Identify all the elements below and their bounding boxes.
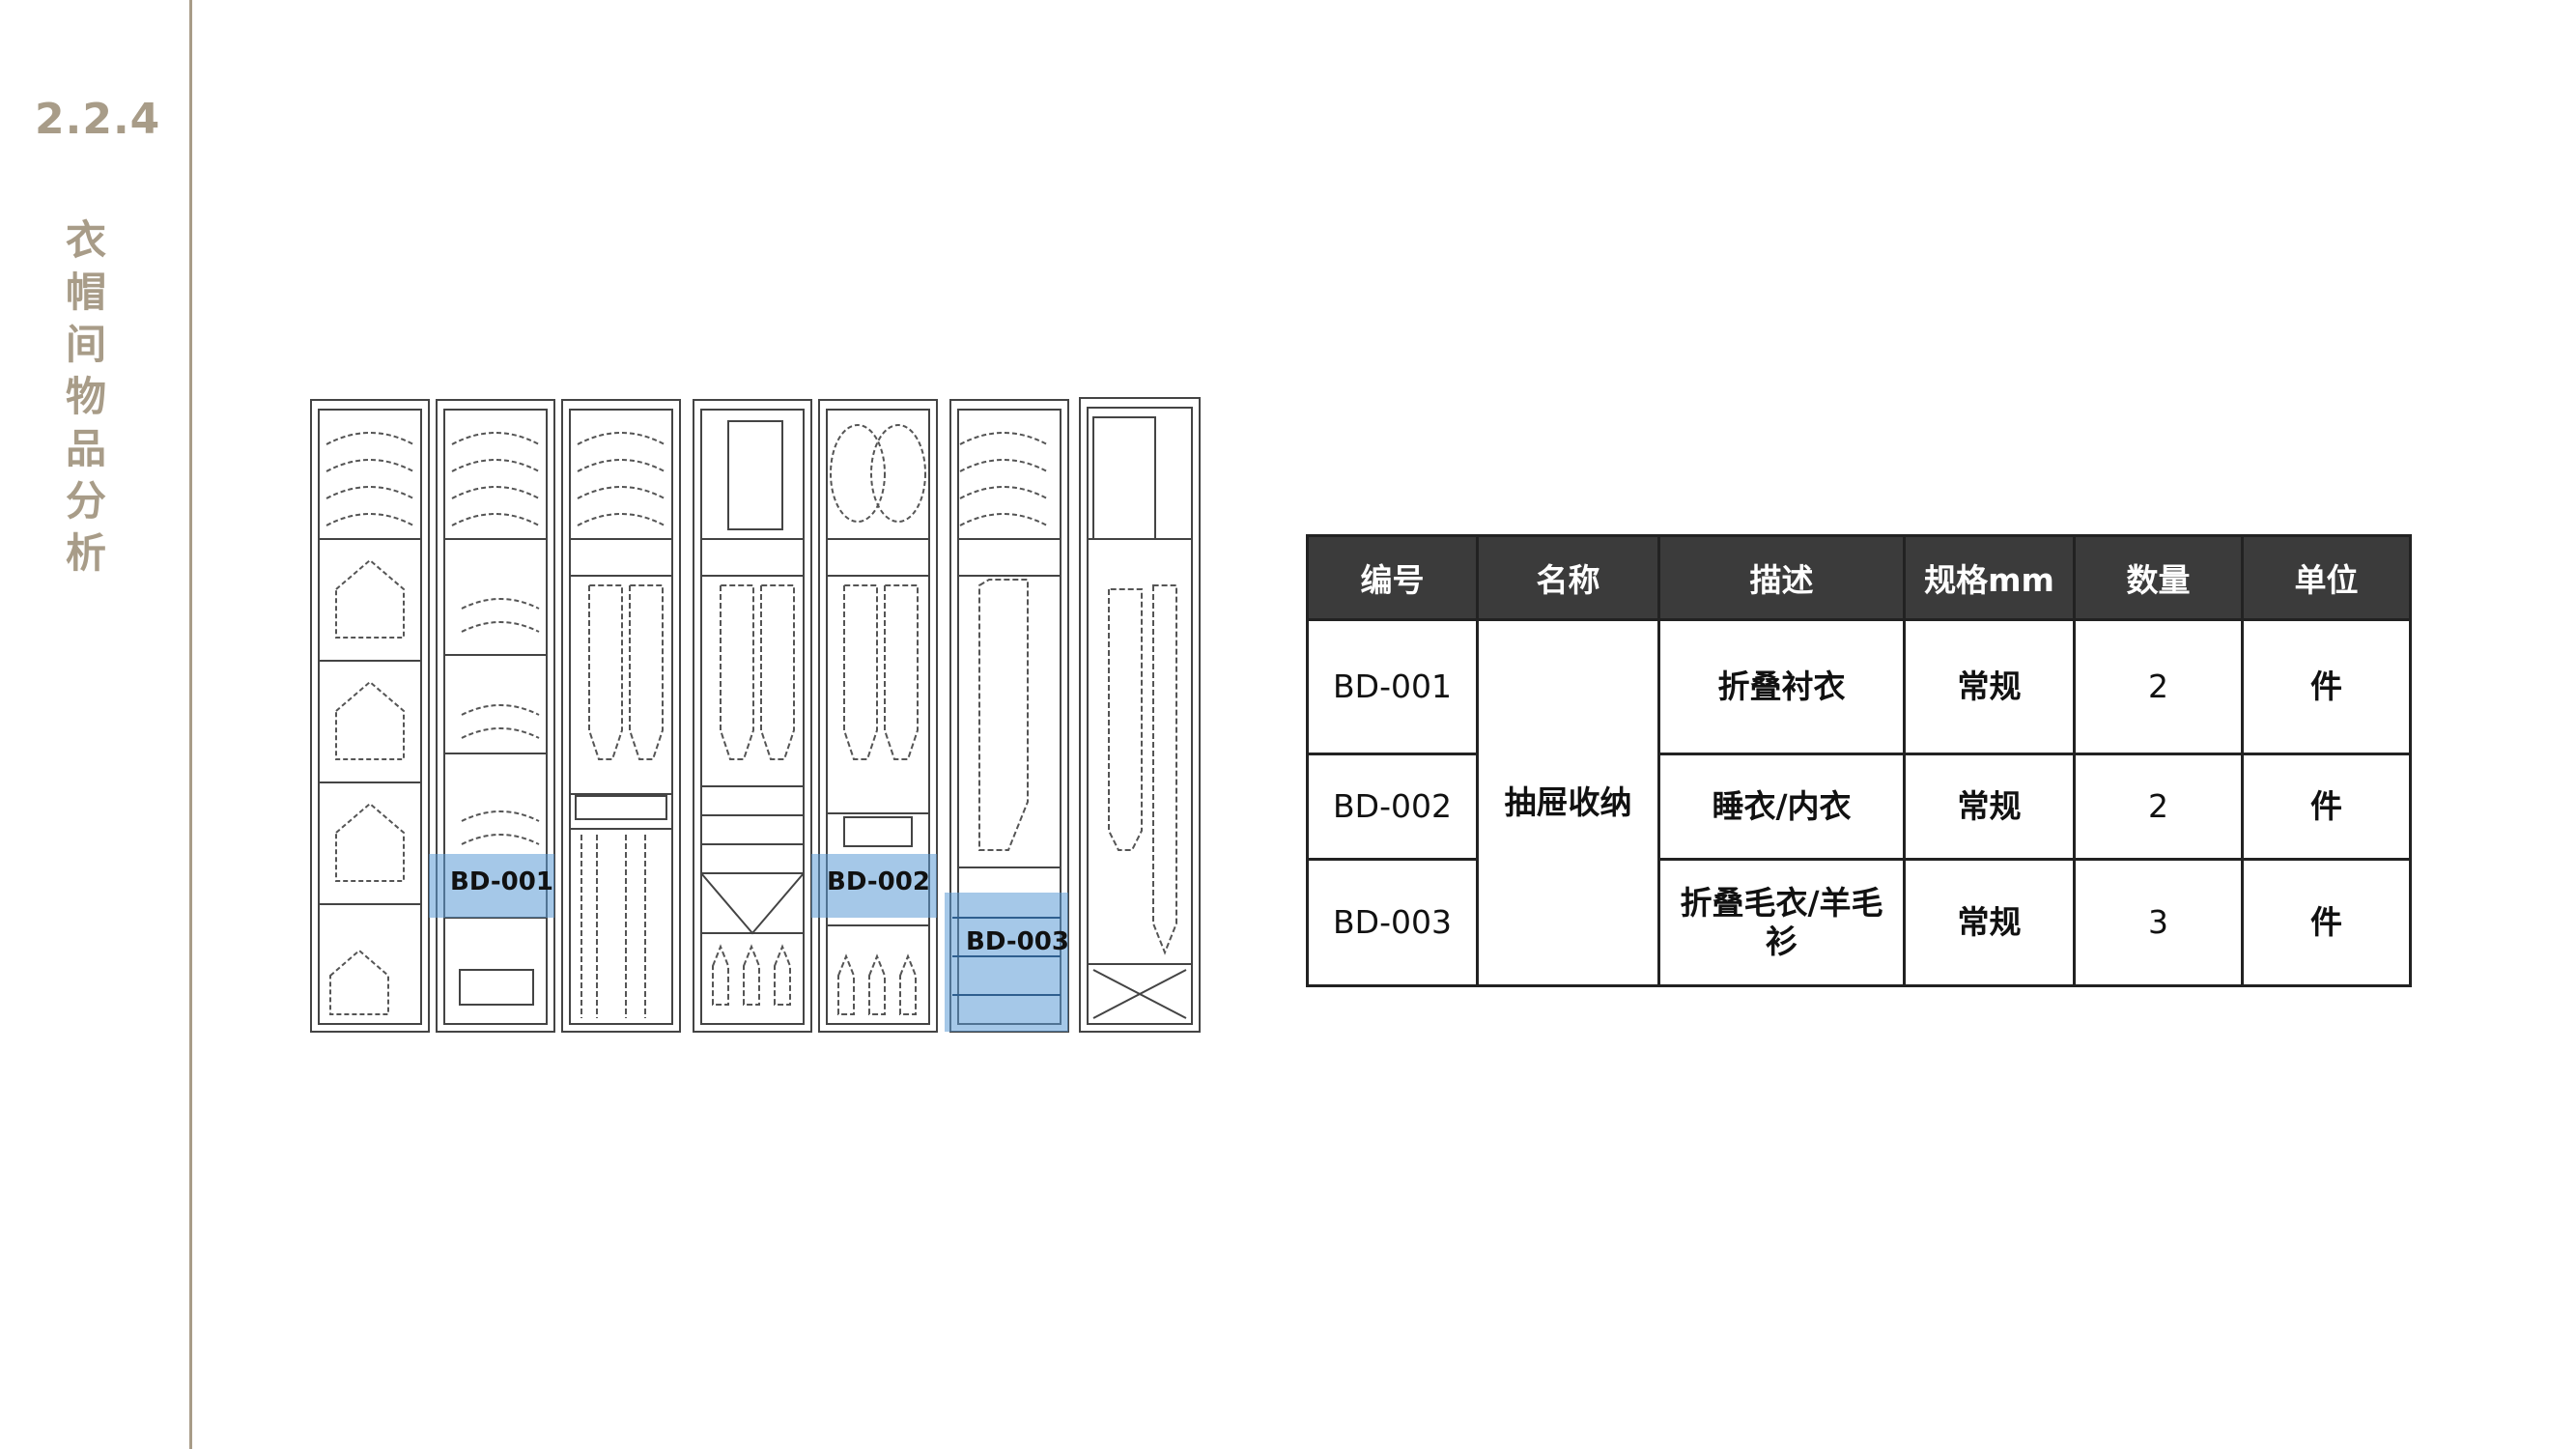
cell-code: BD-002 (1306, 753, 1479, 861)
item-spec-table: 编号 名称 描述 规格mm 数量 单位 BD-001 抽屉收纳 折叠衬衣 常规 … (1306, 534, 2412, 987)
divider-line (189, 0, 192, 1449)
title-char: 间 (65, 321, 106, 368)
title-char: 帽 (65, 269, 106, 316)
cell-spec: 常规 (1903, 618, 2076, 755)
label-bd-003: BD-003 (966, 927, 1069, 956)
table-row: BD-002 睡衣/内衣 常规 2 件 (1306, 753, 2412, 861)
header-code: 编号 (1306, 534, 1479, 621)
title-char: 品 (65, 425, 106, 472)
highlight-bd-003 (945, 893, 1068, 1032)
highlight-bd-001 (429, 854, 554, 918)
cell-code: BD-001 (1306, 618, 1479, 755)
wardrobe-elevation-drawing: BD-001 BD-002 BD-003 (307, 396, 1207, 1036)
cabinet-7 (1079, 397, 1201, 1033)
header-name: 名称 (1476, 534, 1660, 621)
cabinet-4 (693, 399, 812, 1033)
cell-unit: 件 (2241, 618, 2412, 755)
cell-spec: 常规 (1903, 753, 2076, 861)
section-title: 衣 帽 间 物 品 分 析 (62, 214, 110, 580)
title-char: 衣 (65, 216, 106, 264)
cell-qty: 2 (2073, 753, 2244, 861)
cell-group-name: 抽屉收纳 (1476, 618, 1660, 987)
title-char: 物 (65, 373, 106, 420)
section-number: 2.2.4 (35, 95, 161, 144)
cell-unit: 件 (2241, 753, 2412, 861)
table-row: BD-001 抽屉收纳 折叠衬衣 常规 2 件 (1306, 618, 2412, 987)
cabinet-3 (561, 399, 681, 1033)
cell-unit: 件 (2241, 858, 2412, 987)
table-header-row: 编号 名称 描述 规格mm 数量 单位 (1306, 534, 2412, 621)
cabinet-5 (818, 399, 938, 1033)
header-spec: 规格mm (1903, 534, 2076, 621)
header-unit: 单位 (2241, 534, 2412, 621)
cabinet-2 (436, 399, 555, 1033)
title-char: 析 (65, 529, 106, 577)
cabinet-1 (310, 399, 430, 1033)
title-char: 分 (65, 477, 106, 525)
cell-desc: 折叠衬衣 (1657, 618, 1906, 755)
table-row: BD-003 折叠毛衣/羊毛衫 常规 3 件 (1306, 858, 2412, 987)
cell-desc: 折叠毛衣/羊毛衫 (1657, 858, 1906, 987)
cell-spec: 常规 (1903, 858, 2076, 987)
cell-code: BD-003 (1306, 858, 1479, 987)
header-desc: 描述 (1657, 534, 1906, 621)
cell-desc: 睡衣/内衣 (1657, 753, 1906, 861)
label-bd-001: BD-001 (450, 867, 553, 896)
cell-qty: 2 (2073, 618, 2244, 755)
highlight-bd-002 (811, 854, 937, 918)
header-qty: 数量 (2073, 534, 2244, 621)
label-bd-002: BD-002 (827, 867, 930, 896)
cell-qty: 3 (2073, 858, 2244, 987)
